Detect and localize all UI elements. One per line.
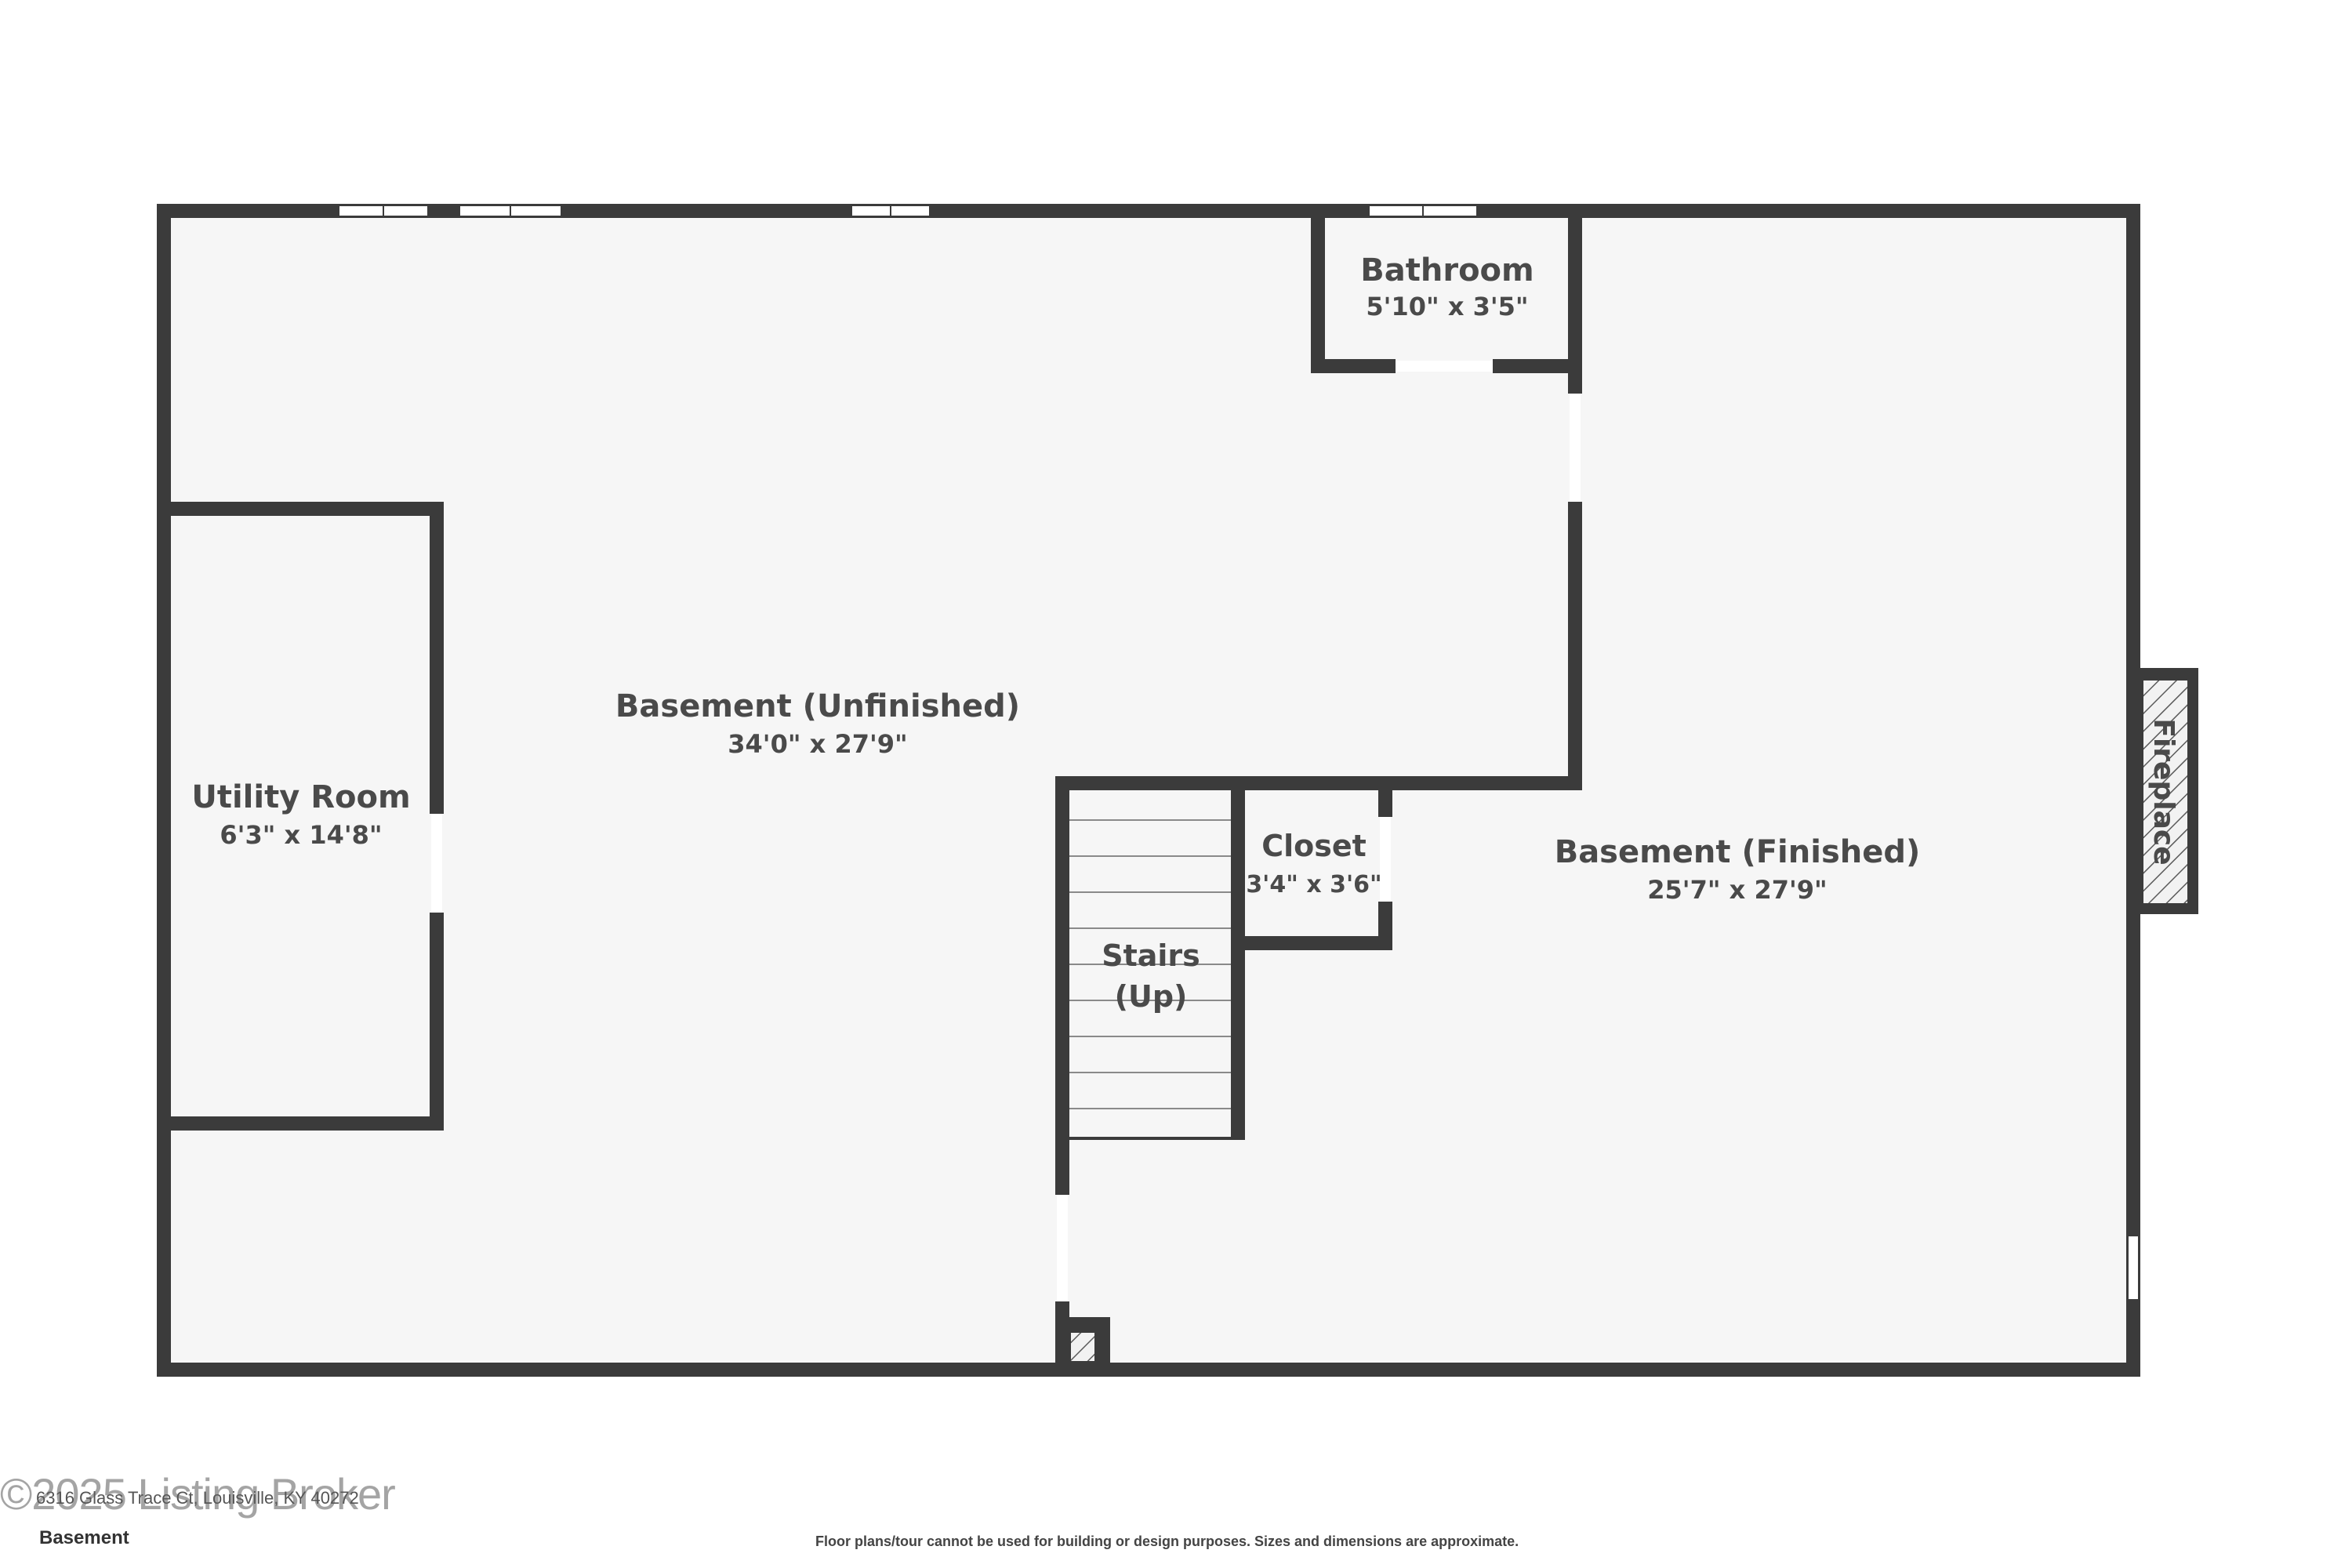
room-name-utility-room: Utility Room [191, 779, 410, 815]
wall-utility-top [157, 502, 444, 516]
wall-partition-upper [1568, 373, 1582, 394]
wall-stairs-right [1231, 776, 1245, 1140]
wall-partition-horizontal [1055, 776, 1582, 790]
room-name-basement-finished: Basement (Finished) [1555, 834, 1921, 870]
room-dims-basement-finished: 25'7" x 27'9" [1647, 875, 1827, 905]
wall-left [157, 204, 171, 1377]
door-openings [431, 361, 1581, 1301]
room-dims-closet: 3'4" x 3'6" [1246, 871, 1381, 898]
room-dims-bathroom: 5'10" x 3'5" [1366, 292, 1528, 321]
window-mullions [383, 205, 1424, 216]
door-stairs-lower [1057, 1195, 1068, 1301]
walls [157, 204, 2140, 1377]
wall-bathroom-bottom-left [1311, 359, 1396, 373]
room-name-bathroom: Bathroom [1360, 252, 1534, 289]
wall-closet-right-upper [1378, 776, 1392, 817]
wall-top [157, 204, 2140, 218]
wall-utility-right-lower [430, 913, 444, 1131]
disclaimer: Floor plans/tour cannot be used for buil… [815, 1534, 1519, 1549]
room-name-stairs-direction: (Up) [1115, 979, 1188, 1014]
door-partition [1570, 394, 1581, 502]
wall-bathroom-left [1311, 204, 1325, 373]
room-dims-basement-unfinished: 34'0" x 27'9" [728, 729, 907, 759]
room-name-basement-unfinished: Basement (Unfinished) [615, 688, 1020, 724]
floor-name: Basement [39, 1527, 129, 1548]
window-right [2127, 1235, 2140, 1301]
wall-utility-right-upper [430, 502, 444, 814]
stairs-bottom-edge [1069, 1137, 1231, 1140]
wall-bathroom-bottom-right [1493, 359, 1582, 373]
door-bathroom [1396, 361, 1493, 372]
door-closet [1380, 817, 1391, 902]
wall-partition-mid [1568, 502, 1582, 790]
room-name-fireplace: Fireplace [2147, 718, 2180, 865]
wall-closet-bottom [1231, 936, 1392, 950]
room-name-stairs: Stairs [1102, 938, 1200, 973]
door-utility [431, 814, 442, 913]
wall-bottom [157, 1363, 2140, 1377]
wall-bathroom-right [1568, 204, 1582, 373]
fireplace-hearth [2143, 681, 2187, 903]
column-hatch [1071, 1333, 1094, 1361]
stair-treads [1069, 819, 1231, 1109]
wall-utility-bottom [157, 1116, 444, 1131]
room-name-closet: Closet [1261, 829, 1367, 863]
watermark: ©2025 Listing Broker [0, 1469, 396, 1519]
wall-stairs-left-upper [1055, 776, 1069, 1195]
wall-right [2126, 204, 2140, 1377]
footer-address: 6316 Glass Trace Ct, Louisville, KY 4027… [36, 1488, 359, 1508]
room-dims-utility-room: 6'3" x 14'8" [220, 820, 382, 850]
